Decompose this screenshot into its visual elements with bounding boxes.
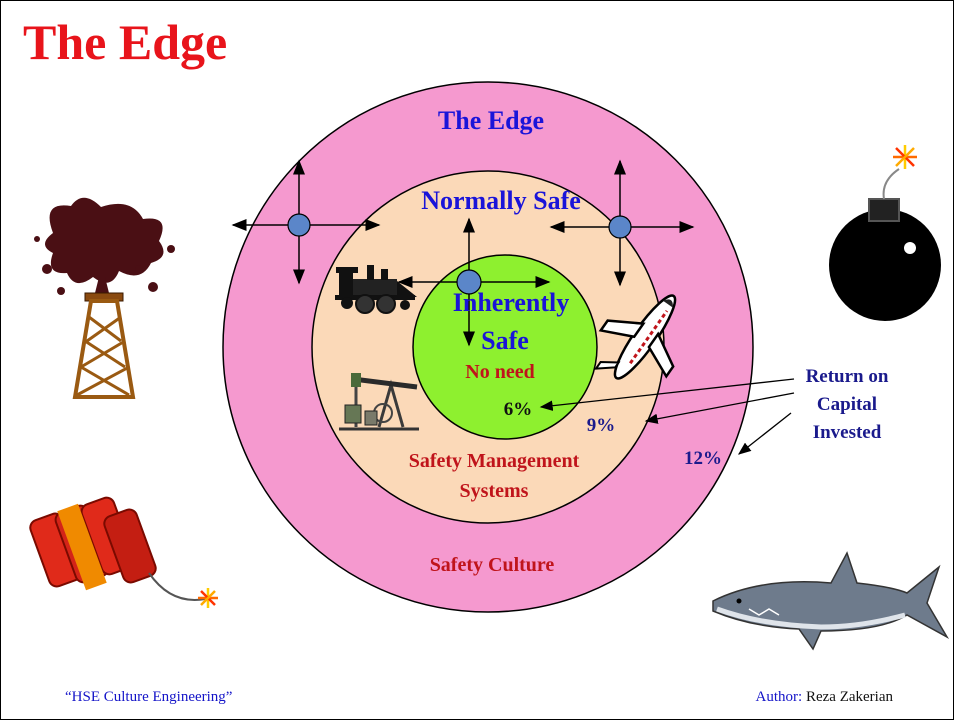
author-key: Author:: [755, 689, 803, 705]
return-pointer-arrows: [539, 378, 795, 455]
oil-pump-jack-icon: [339, 373, 419, 431]
return-9-percent: 9%: [587, 415, 616, 436]
safety-management-label-line1: Safety Management: [409, 450, 580, 472]
footer-course-title: “HSE Culture Engineering”: [65, 689, 233, 705]
footer-author: Author: Reza Zakerian: [756, 689, 893, 706]
the-edge-ring-label: The Edge: [438, 106, 544, 135]
inner-ring-inherently-safe: [412, 254, 598, 440]
return-label-line1: Return on: [806, 366, 889, 387]
inherently-safe-label-line1: Inherently: [453, 288, 570, 317]
return-label-line2: Capital: [817, 394, 877, 415]
author-name: Reza Zakerian: [805, 689, 893, 705]
center-node-circle: [456, 269, 482, 295]
airplane-icon: [593, 294, 677, 380]
return-6-percent: 6%: [504, 399, 533, 420]
steam-train-icon: [335, 265, 417, 314]
oil-well-gusher-icon: [34, 197, 175, 399]
safety-culture-label: Safety Culture: [430, 554, 555, 576]
shark-icon: [712, 551, 950, 651]
safety-management-label-line2: Systems: [460, 480, 529, 502]
no-need-label: No need: [465, 361, 534, 383]
left-node-circle: [287, 213, 311, 237]
right-node-circle: [608, 215, 632, 239]
bomb-icon: [829, 145, 941, 321]
return-12-percent: 12%: [684, 448, 722, 469]
slide-title: The Edge: [23, 14, 228, 70]
dynamite-icon: [29, 496, 218, 608]
inherently-safe-label-line2: Safe: [481, 326, 529, 355]
return-label-line3: Invested: [813, 422, 882, 443]
normally-safe-label: Normally Safe: [421, 186, 581, 215]
